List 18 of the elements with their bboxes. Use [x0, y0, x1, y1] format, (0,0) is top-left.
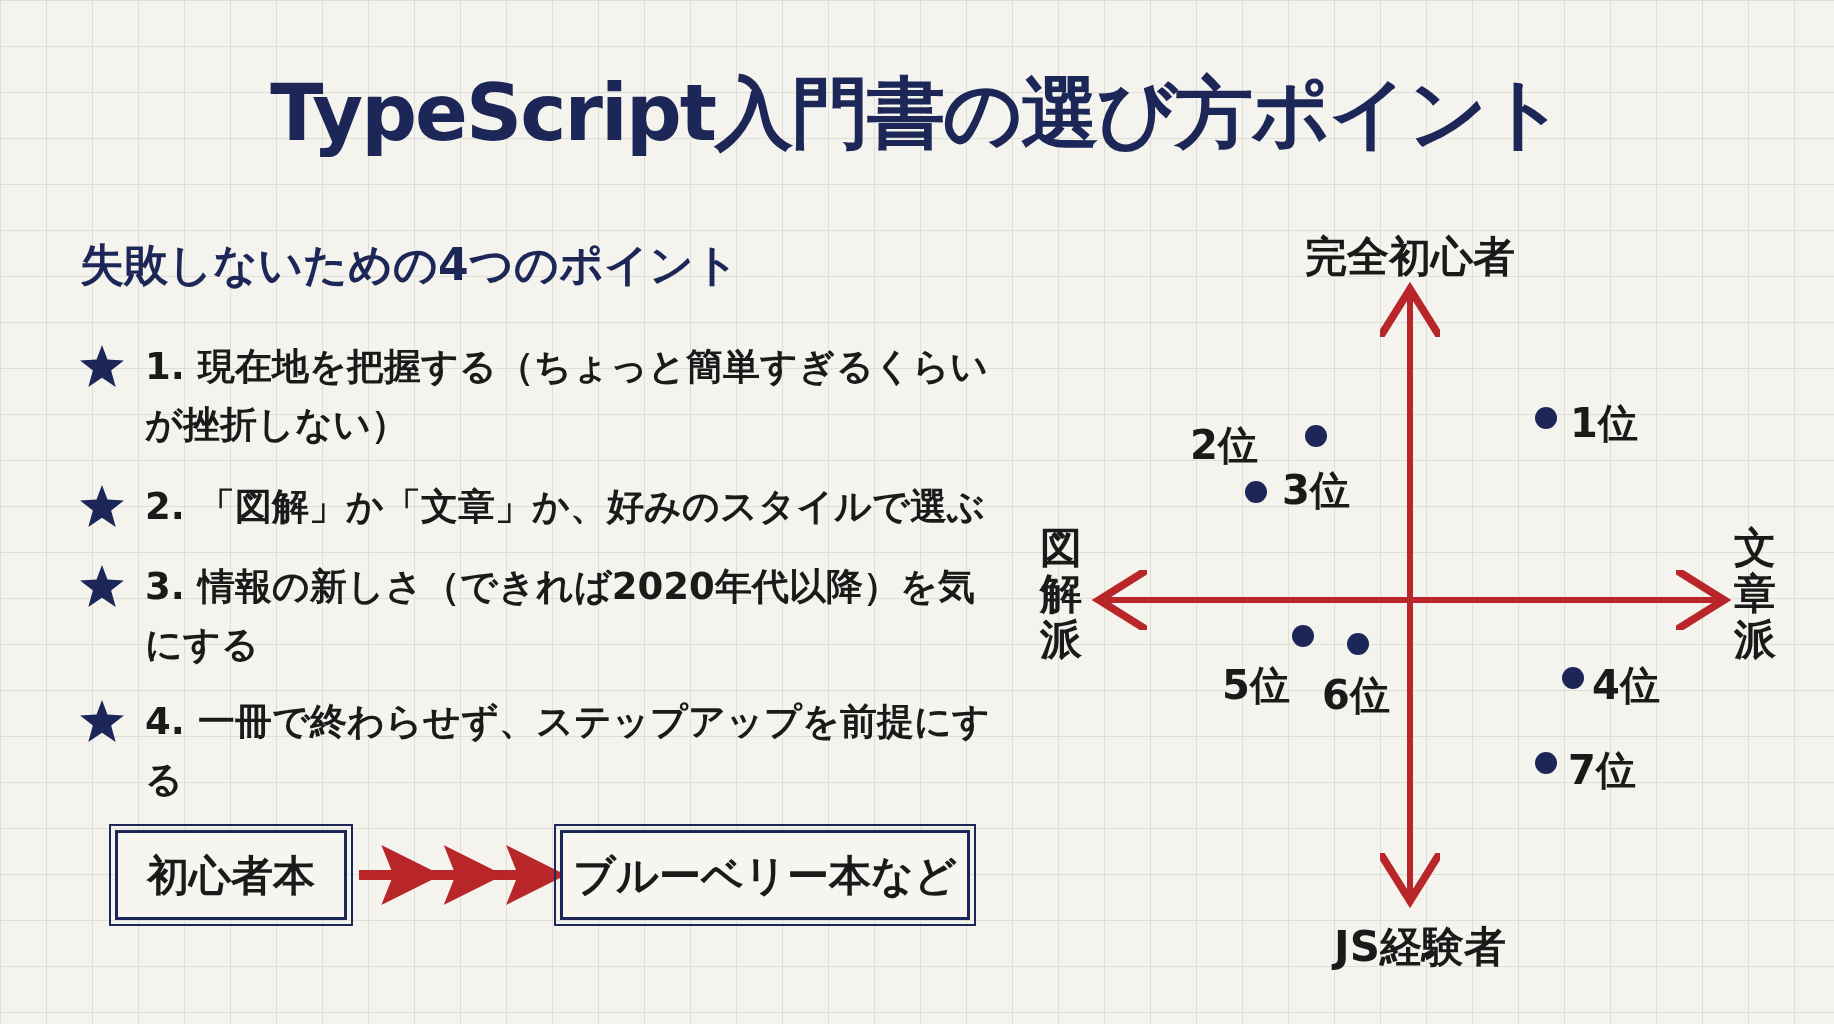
rank-label: 5位 [1222, 661, 1290, 710]
arrow [359, 845, 559, 905]
axis-label: 完全初心者 [1304, 231, 1516, 283]
section-heading: 失敗しないための4つのポイント [80, 238, 739, 292]
rank-label: 1位 [1570, 399, 1638, 448]
point-text: 4. 一冊で終わらせず、ステップアップを前提にする [145, 699, 991, 803]
rank-label: 7位 [1568, 746, 1636, 795]
rank-label: 2位 [1190, 421, 1258, 470]
axis-label: 図解派 [1040, 525, 1082, 664]
rank-label: 4位 [1592, 661, 1660, 710]
rank-label: 6位 [1322, 671, 1390, 720]
axis-label: 文章派 [1734, 525, 1776, 664]
point-text: 3. 情報の新しさ（できれば2020年代以降）を気にする [145, 564, 976, 668]
point-text: 1. 現在地を把握する（ちょっと簡単すぎるくらいが挫折しない） [145, 344, 989, 448]
point-text: 2. 「図解」か「文章」か、好みのスタイルで選ぶ [145, 484, 986, 530]
axis-label: JS経験者 [1300, 915, 1540, 978]
rank-label: 3位 [1282, 466, 1350, 515]
title: TypeScript入門書の選び方ポイント [269, 67, 1565, 160]
